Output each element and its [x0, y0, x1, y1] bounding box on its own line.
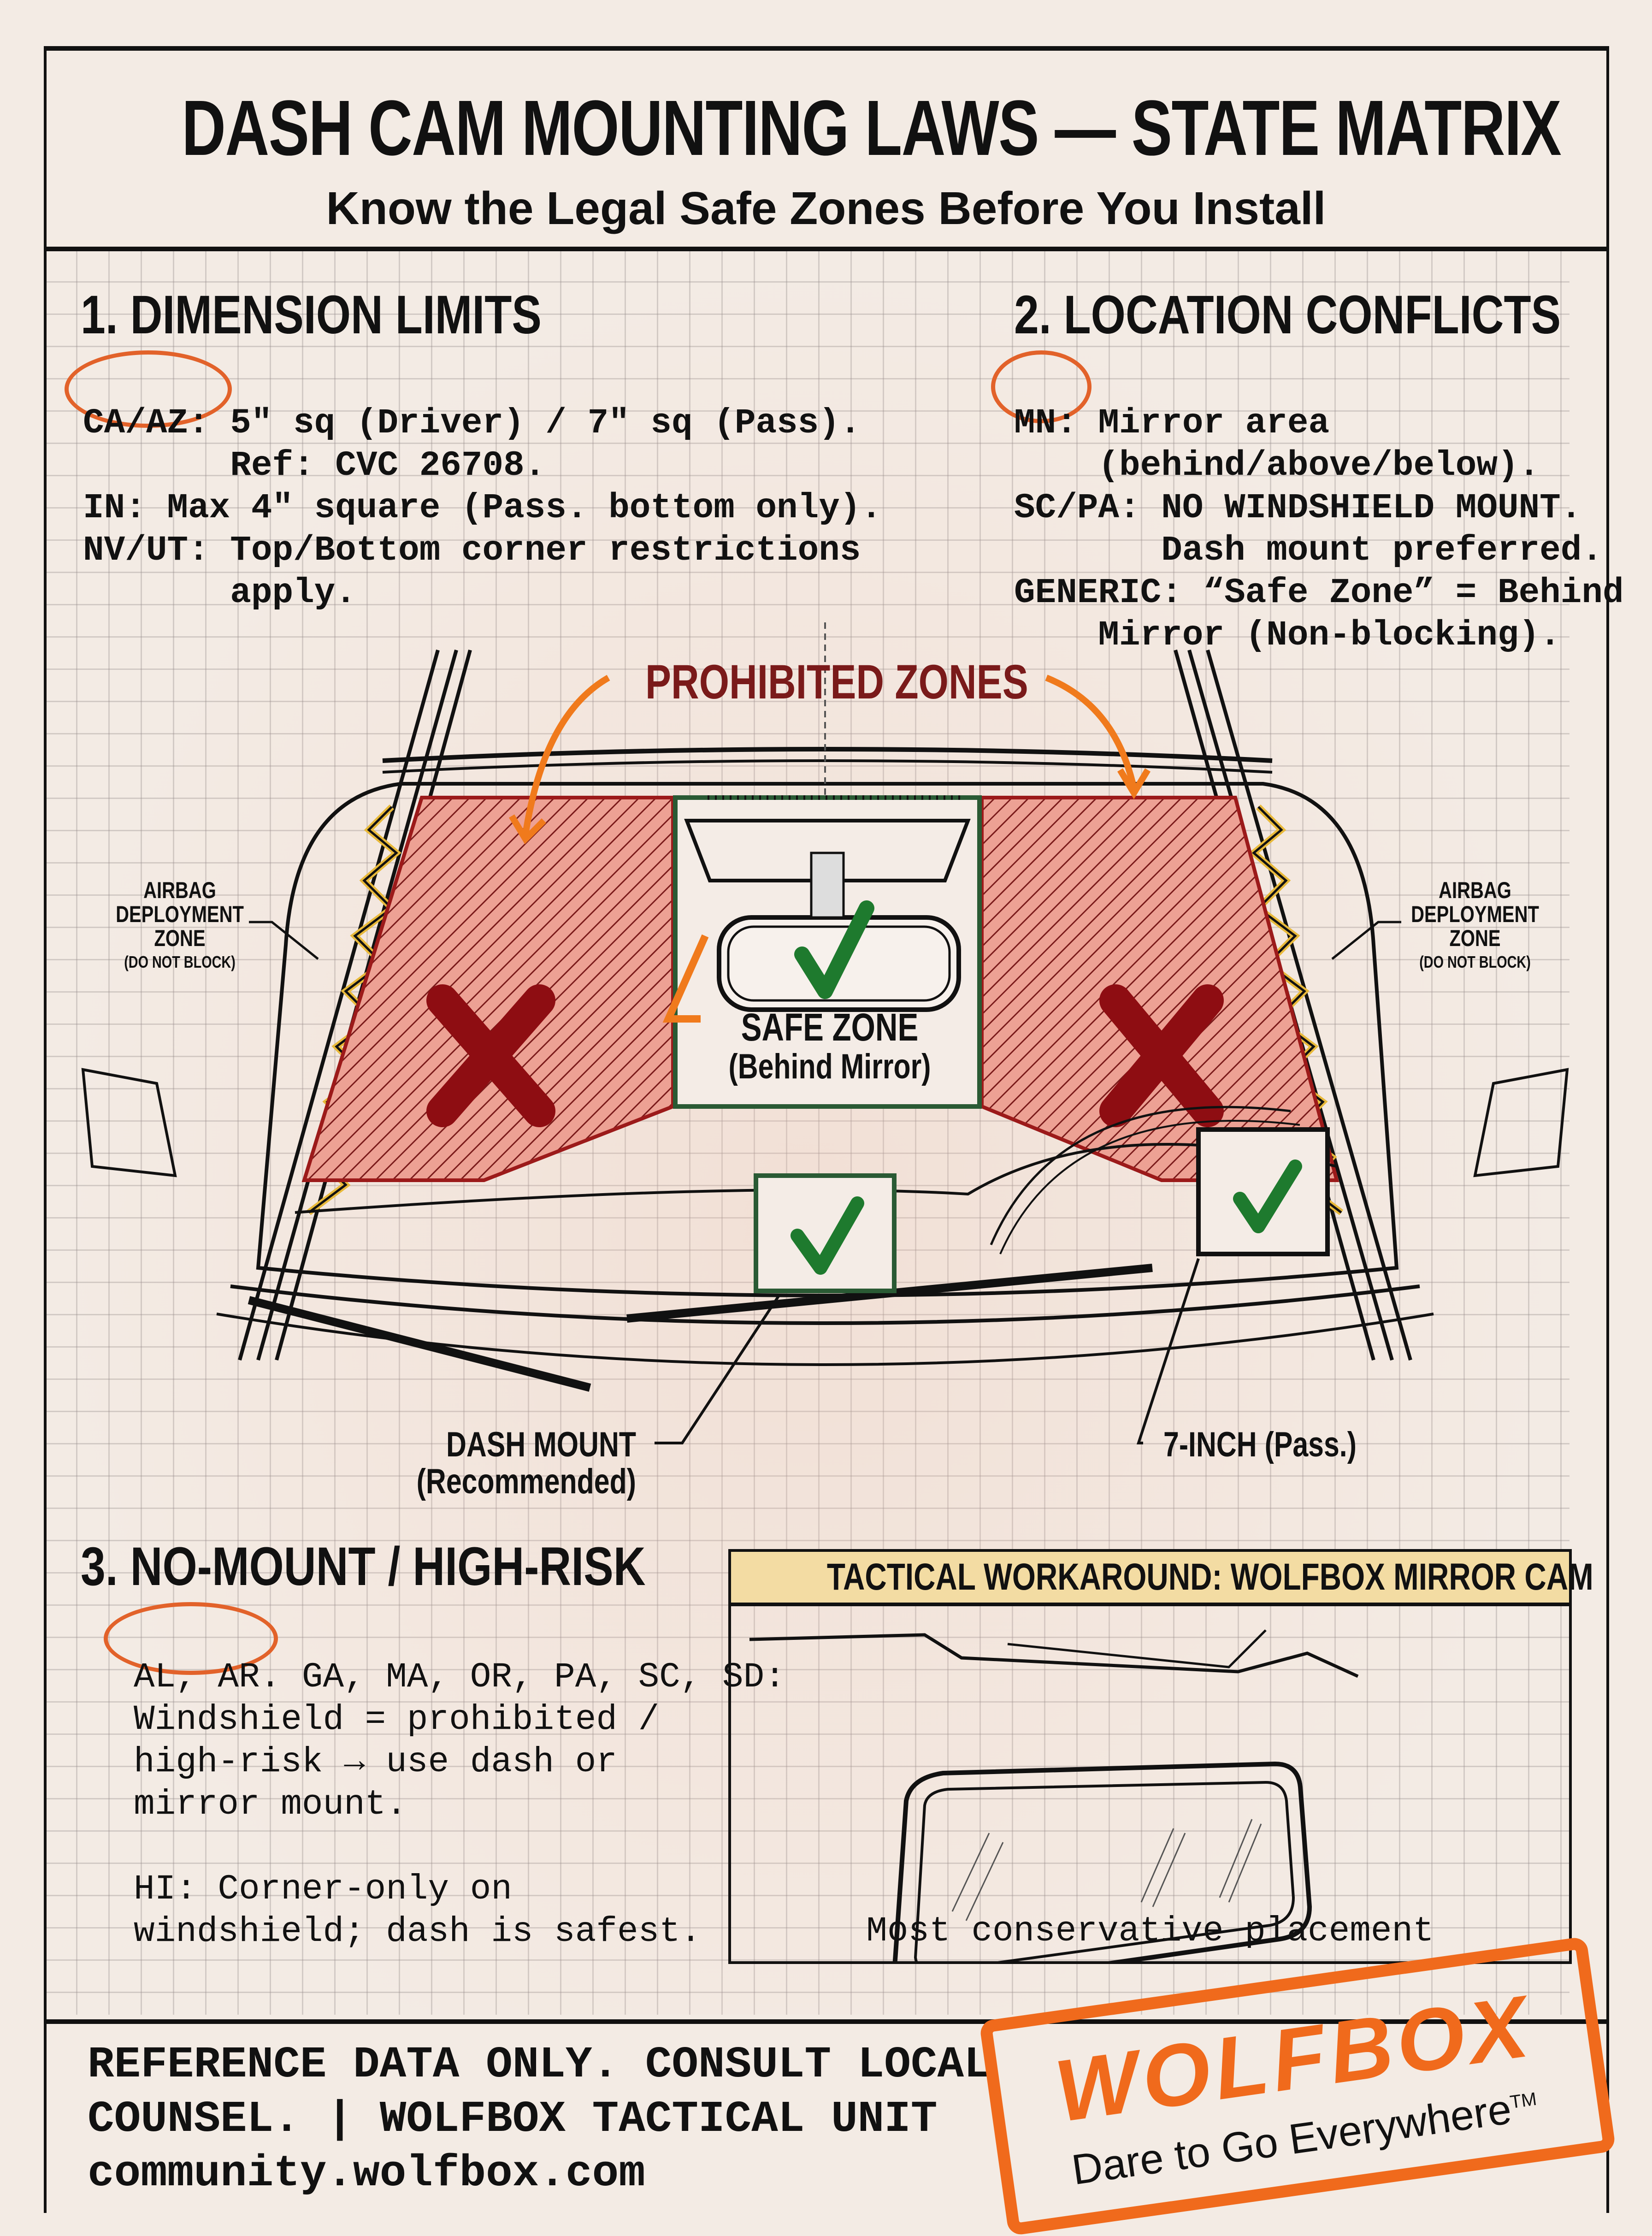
text-line: Dash mount preferred.: [1014, 531, 1603, 570]
footer-line: COUNSEL. | WOLFBOX TACTICAL UNIT: [88, 2094, 938, 2144]
text-line: AL, AR. GA, MA, OR, PA, SC, SD:: [134, 1657, 785, 1697]
text-line: mirror mount.: [134, 1785, 407, 1824]
text-line: Mirror (Non-blocking).: [1014, 615, 1561, 655]
section-dimension-limits-body: CA/AZ: 5" sq (Driver) / 7" sq (Pass). Re…: [83, 360, 882, 657]
prohibited-zones-label: PROHIBITED ZONES: [645, 655, 1028, 709]
page-subtitle: Know the Legal Safe Zones Before You Ins…: [326, 183, 1326, 234]
text-line: apply.: [83, 573, 356, 613]
leader-seven-inch: [1136, 1258, 1200, 1444]
trademark-mark: TM: [1509, 2088, 1538, 2113]
steering-wheel: [990, 1106, 1291, 1245]
section-dimension-limits-heading: 1. DIMENSION LIMITS: [81, 284, 542, 345]
text-line: [134, 1826, 785, 1868]
x-mark-right: [1099, 984, 1224, 1127]
wiper-left: [248, 1296, 591, 1392]
top-rule: [44, 46, 1609, 51]
airbag-label-line: DEPLOYMENT: [1411, 901, 1539, 927]
section-location-conflicts-heading: 2. LOCATION CONFLICTS: [1014, 284, 1561, 345]
prohibited-zone-left: [301, 796, 675, 1182]
leader-airbag-left: [249, 921, 319, 960]
tactical-workaround-panel: TACTICAL WORKAROUND: WOLFBOX MIRROR CAM …: [728, 1549, 1593, 1964]
airbag-label-line: DEPLOYMENT: [116, 901, 244, 927]
footer-url-link[interactable]: community.wolfbox.com: [88, 2148, 645, 2199]
mirror-cam-outline: [892, 1761, 1312, 1962]
section-no-mount-heading: 3. NO-MOUNT / HIGH-RISK: [81, 1536, 646, 1597]
check-mark-dash-mount: [791, 1196, 864, 1275]
text-line: Windshield = prohibited /: [134, 1700, 660, 1739]
side-mirror-right: [1473, 1068, 1569, 1177]
safe-zone-sublabel: (Behind Mirror): [728, 1047, 931, 1086]
mirror-cam-illustration: [749, 1629, 1359, 1962]
text-line: high-risk → use dash or: [134, 1742, 617, 1782]
leader-dash-mount: [655, 1295, 780, 1444]
x-mark-left: [426, 984, 555, 1127]
airbag-label-left: AIRBAG DEPLOYMENT ZONE (DO NOT BLOCK): [106, 878, 254, 974]
state-highlight-circle: [104, 1602, 278, 1675]
roof-line: [382, 747, 1273, 763]
text-line: (behind/above/below).: [1014, 446, 1540, 485]
airbag-label-right: AIRBAG DEPLOYMENT ZONE (DO NOT BLOCK): [1401, 878, 1549, 974]
check-mark-safe-zone: [794, 900, 874, 999]
text-line: NV/UT: Top/Bottom corner restrictions: [83, 531, 861, 570]
check-mark-seven-inch: [1233, 1159, 1302, 1233]
airbag-label-line: (DO NOT BLOCK): [1419, 952, 1531, 971]
section-no-mount-body: AL, AR. GA, MA, OR, PA, SC, SD:Windshiel…: [134, 1614, 785, 1995]
state-highlight-circle: [991, 350, 1092, 423]
airbag-label-line: AIRBAG: [143, 877, 216, 903]
state-highlight-circle: [65, 350, 232, 428]
airbag-label-line: AIRBAG: [1439, 877, 1511, 903]
text-line: MN: Mirror area: [1014, 403, 1330, 443]
glass-glare-icon: [951, 1819, 1262, 1921]
side-mirror-left: [81, 1068, 177, 1177]
page-title: DASH CAM MOUNTING LAWS — STATE MATRIX: [182, 84, 1561, 172]
arrow-safe-zone: [662, 934, 709, 1023]
tactical-workaround-heading-text: TACTICAL WORKAROUND: WOLFBOX MIRROR CAM: [826, 1556, 1593, 1598]
text-line: GENERIC: “Safe Zone” = Behind: [1014, 573, 1624, 613]
seven-inch-box: [1196, 1127, 1330, 1256]
safe-zone-label: SAFE ZONE: [741, 1006, 919, 1049]
arrow-prohibited-right: [1045, 674, 1137, 789]
hood-line: [230, 1284, 1420, 1325]
windshield-diagram: PROHIBITED ZONES SAFE ZONE (Behind Mirro…: [0, 622, 1652, 1464]
text-line: SC/PA: NO WINDSHIELD MOUNT.: [1014, 488, 1582, 528]
footer-line: REFERENCE DATA ONLY. CONSULT LOCAL: [88, 2040, 991, 2090]
text-line: IN: Max 4" square (Pass. bottom only).: [83, 488, 882, 528]
text-line: Ref: CVC 26708.: [83, 446, 546, 485]
arrow-prohibited-left: [522, 674, 610, 835]
text-line: HI: Corner-only on: [134, 1869, 512, 1909]
tactical-workaround-heading: TACTICAL WORKAROUND: WOLFBOX MIRROR CAM: [731, 1552, 1593, 1606]
seven-inch-label: 7-INCH (Pass.): [1163, 1425, 1357, 1464]
airbag-label-line: (DO NOT BLOCK): [124, 952, 236, 971]
text-line: CA/AZ: 5" sq (Driver) / 7" sq (Pass).: [83, 403, 861, 443]
footer-rule: [44, 2019, 1609, 2024]
windshield-diagram-svg: [81, 622, 1569, 1444]
tactical-workaround-caption: Most conservative placement: [866, 1911, 1434, 1951]
dash-mount-label: DASH MOUNT: [446, 1425, 636, 1464]
leader-airbag-right: [1331, 921, 1401, 960]
header-rule: [44, 247, 1609, 251]
dash-mount-sublabel: (Recommended): [416, 1462, 636, 1501]
section-location-conflicts-body: MN: Mirror area (behind/above/below).SC/…: [1014, 360, 1624, 699]
airbag-label-line: ZONE: [154, 925, 206, 951]
mirror-mount-bracket: [749, 1633, 1359, 1678]
dash-mount-box: [754, 1173, 897, 1293]
mirror-housing: [684, 819, 971, 882]
text-line: windshield; dash is safest.: [134, 1912, 702, 1952]
dashboard-line: [295, 1143, 1337, 1214]
airbag-label-line: ZONE: [1449, 925, 1501, 951]
